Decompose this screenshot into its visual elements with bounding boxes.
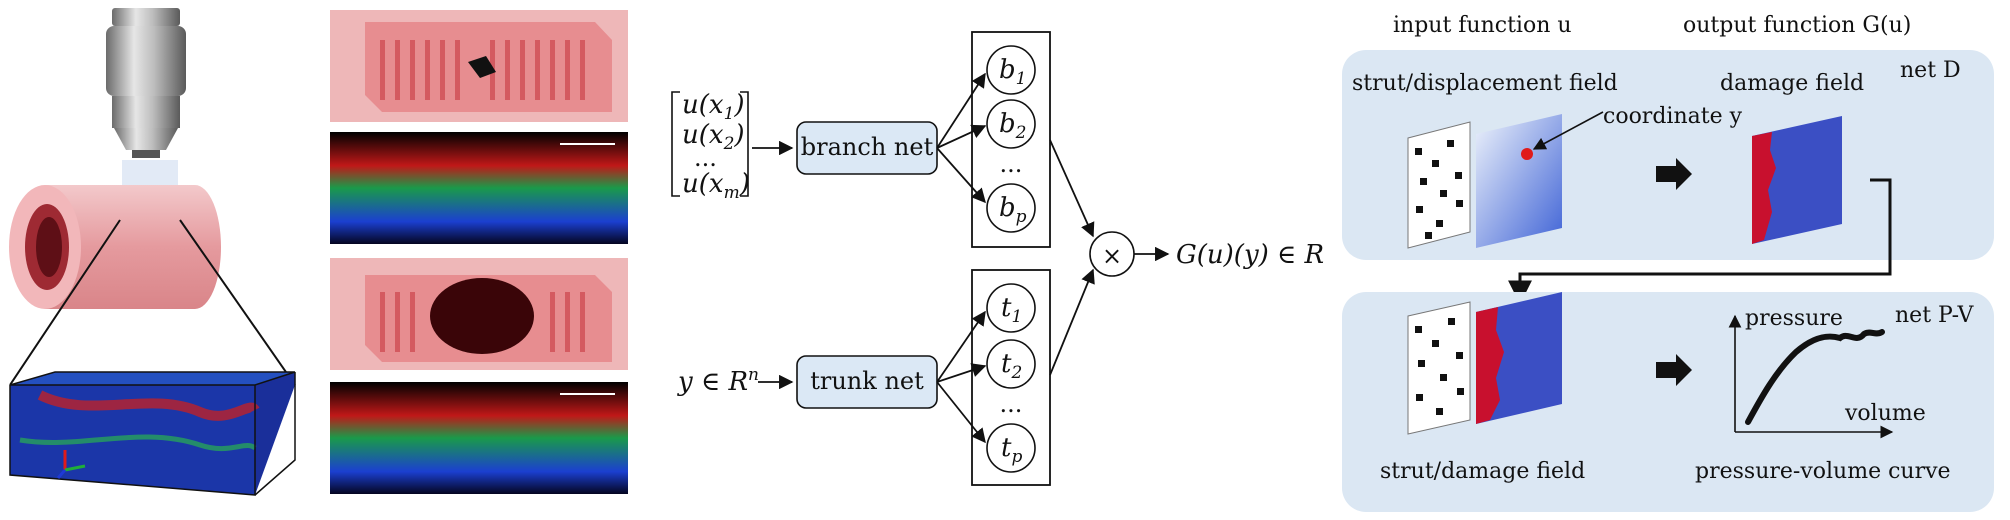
input-vector: u(x1) u(x2) ... u(xm) — [671, 90, 750, 203]
coordinate-arrow — [1532, 111, 1604, 150]
output-function-header: output function G(u) — [1683, 13, 1911, 38]
b-ellipsis: ... — [1000, 150, 1023, 178]
node-t2 — [986, 339, 1036, 389]
deeponet-diagram: u(x1) u(x2) ... u(xm) branch net y ∈ Rn … — [671, 31, 1324, 486]
input-function-header: input function u — [1393, 13, 1572, 38]
pv-curve — [1745, 329, 1885, 425]
node-b2-label: b2 — [999, 109, 1026, 143]
displacement-field-image — [1476, 114, 1562, 248]
net-d-title: net D — [1900, 58, 1961, 83]
output-label: G(u)(y) ∈ R — [1176, 240, 1324, 270]
node-tp — [986, 423, 1036, 473]
input-u-xm: u(xm) — [682, 169, 750, 203]
connector-arrow — [1508, 178, 1892, 305]
node-bp-label: bp — [999, 193, 1027, 227]
tube-icon — [9, 185, 221, 309]
node-bp — [986, 183, 1036, 233]
input-u-x1: u(x1) — [682, 90, 745, 124]
net-d-output-label: damage field — [1720, 71, 1864, 96]
t-ellipsis: ... — [1000, 390, 1023, 418]
axis-green — [64, 464, 86, 472]
arrow-right-icon-2 — [1656, 354, 1692, 386]
net-d-input-label: strut/displacement field — [1352, 71, 1618, 96]
right-panels: input function u output function G(u) ne… — [1342, 13, 1994, 512]
node-t2-label: t2 — [1001, 349, 1022, 383]
node-b2 — [986, 99, 1036, 149]
strut-field-image — [1407, 121, 1471, 249]
coordinate-point — [1521, 148, 1533, 160]
confocal-image-intact — [330, 132, 628, 244]
trunk-input-label: y ∈ Rn — [677, 365, 759, 397]
axis-blue — [56, 469, 67, 479]
scaffold-image-intact — [330, 10, 628, 122]
strut-field-image-2 — [1407, 301, 1471, 435]
scale-bar-2 — [560, 393, 615, 395]
net-pv-title: net P-V — [1895, 303, 1974, 328]
microscope-objective-icon — [106, 8, 186, 158]
pv-curve-plot: pressure volume — [1728, 306, 1926, 439]
node-b1-label: b1 — [999, 55, 1026, 89]
tissue-volume-render — [9, 371, 296, 496]
strut-damage-field-image — [1476, 292, 1562, 424]
input-ellipsis: ... — [694, 144, 717, 172]
arrow-right-icon — [1656, 158, 1692, 190]
microscope-tube-illustration — [9, 8, 296, 496]
node-t1-label: t1 — [1001, 293, 1022, 327]
b-column — [971, 31, 1051, 248]
scale-bar — [560, 143, 615, 145]
coordinate-label: coordinate y — [1603, 104, 1743, 129]
input-u-x2: u(x2) — [682, 120, 745, 154]
pv-axis-y-label: pressure — [1745, 306, 1843, 331]
scaffold-image-damaged — [330, 258, 628, 370]
product-symbol: × — [1102, 242, 1122, 270]
net-pv-output-label: pressure-volume curve — [1695, 459, 1951, 484]
zoom-line-right — [179, 219, 296, 386]
trunk-net-label: trunk net — [810, 367, 924, 395]
pv-axis-x-label: volume — [1844, 401, 1926, 426]
t-column — [971, 269, 1051, 486]
node-t1 — [986, 283, 1036, 333]
damage-field-image — [1752, 116, 1842, 244]
branch-net-label: branch net — [801, 133, 934, 161]
confocal-image-damaged — [330, 382, 628, 494]
fan-arrows — [936, 72, 1095, 444]
node-b1 — [986, 45, 1036, 95]
node-tp-label: tp — [1001, 433, 1022, 467]
net-pv-input-label: strut/damage field — [1380, 459, 1585, 484]
zoom-line-left — [9, 219, 121, 386]
